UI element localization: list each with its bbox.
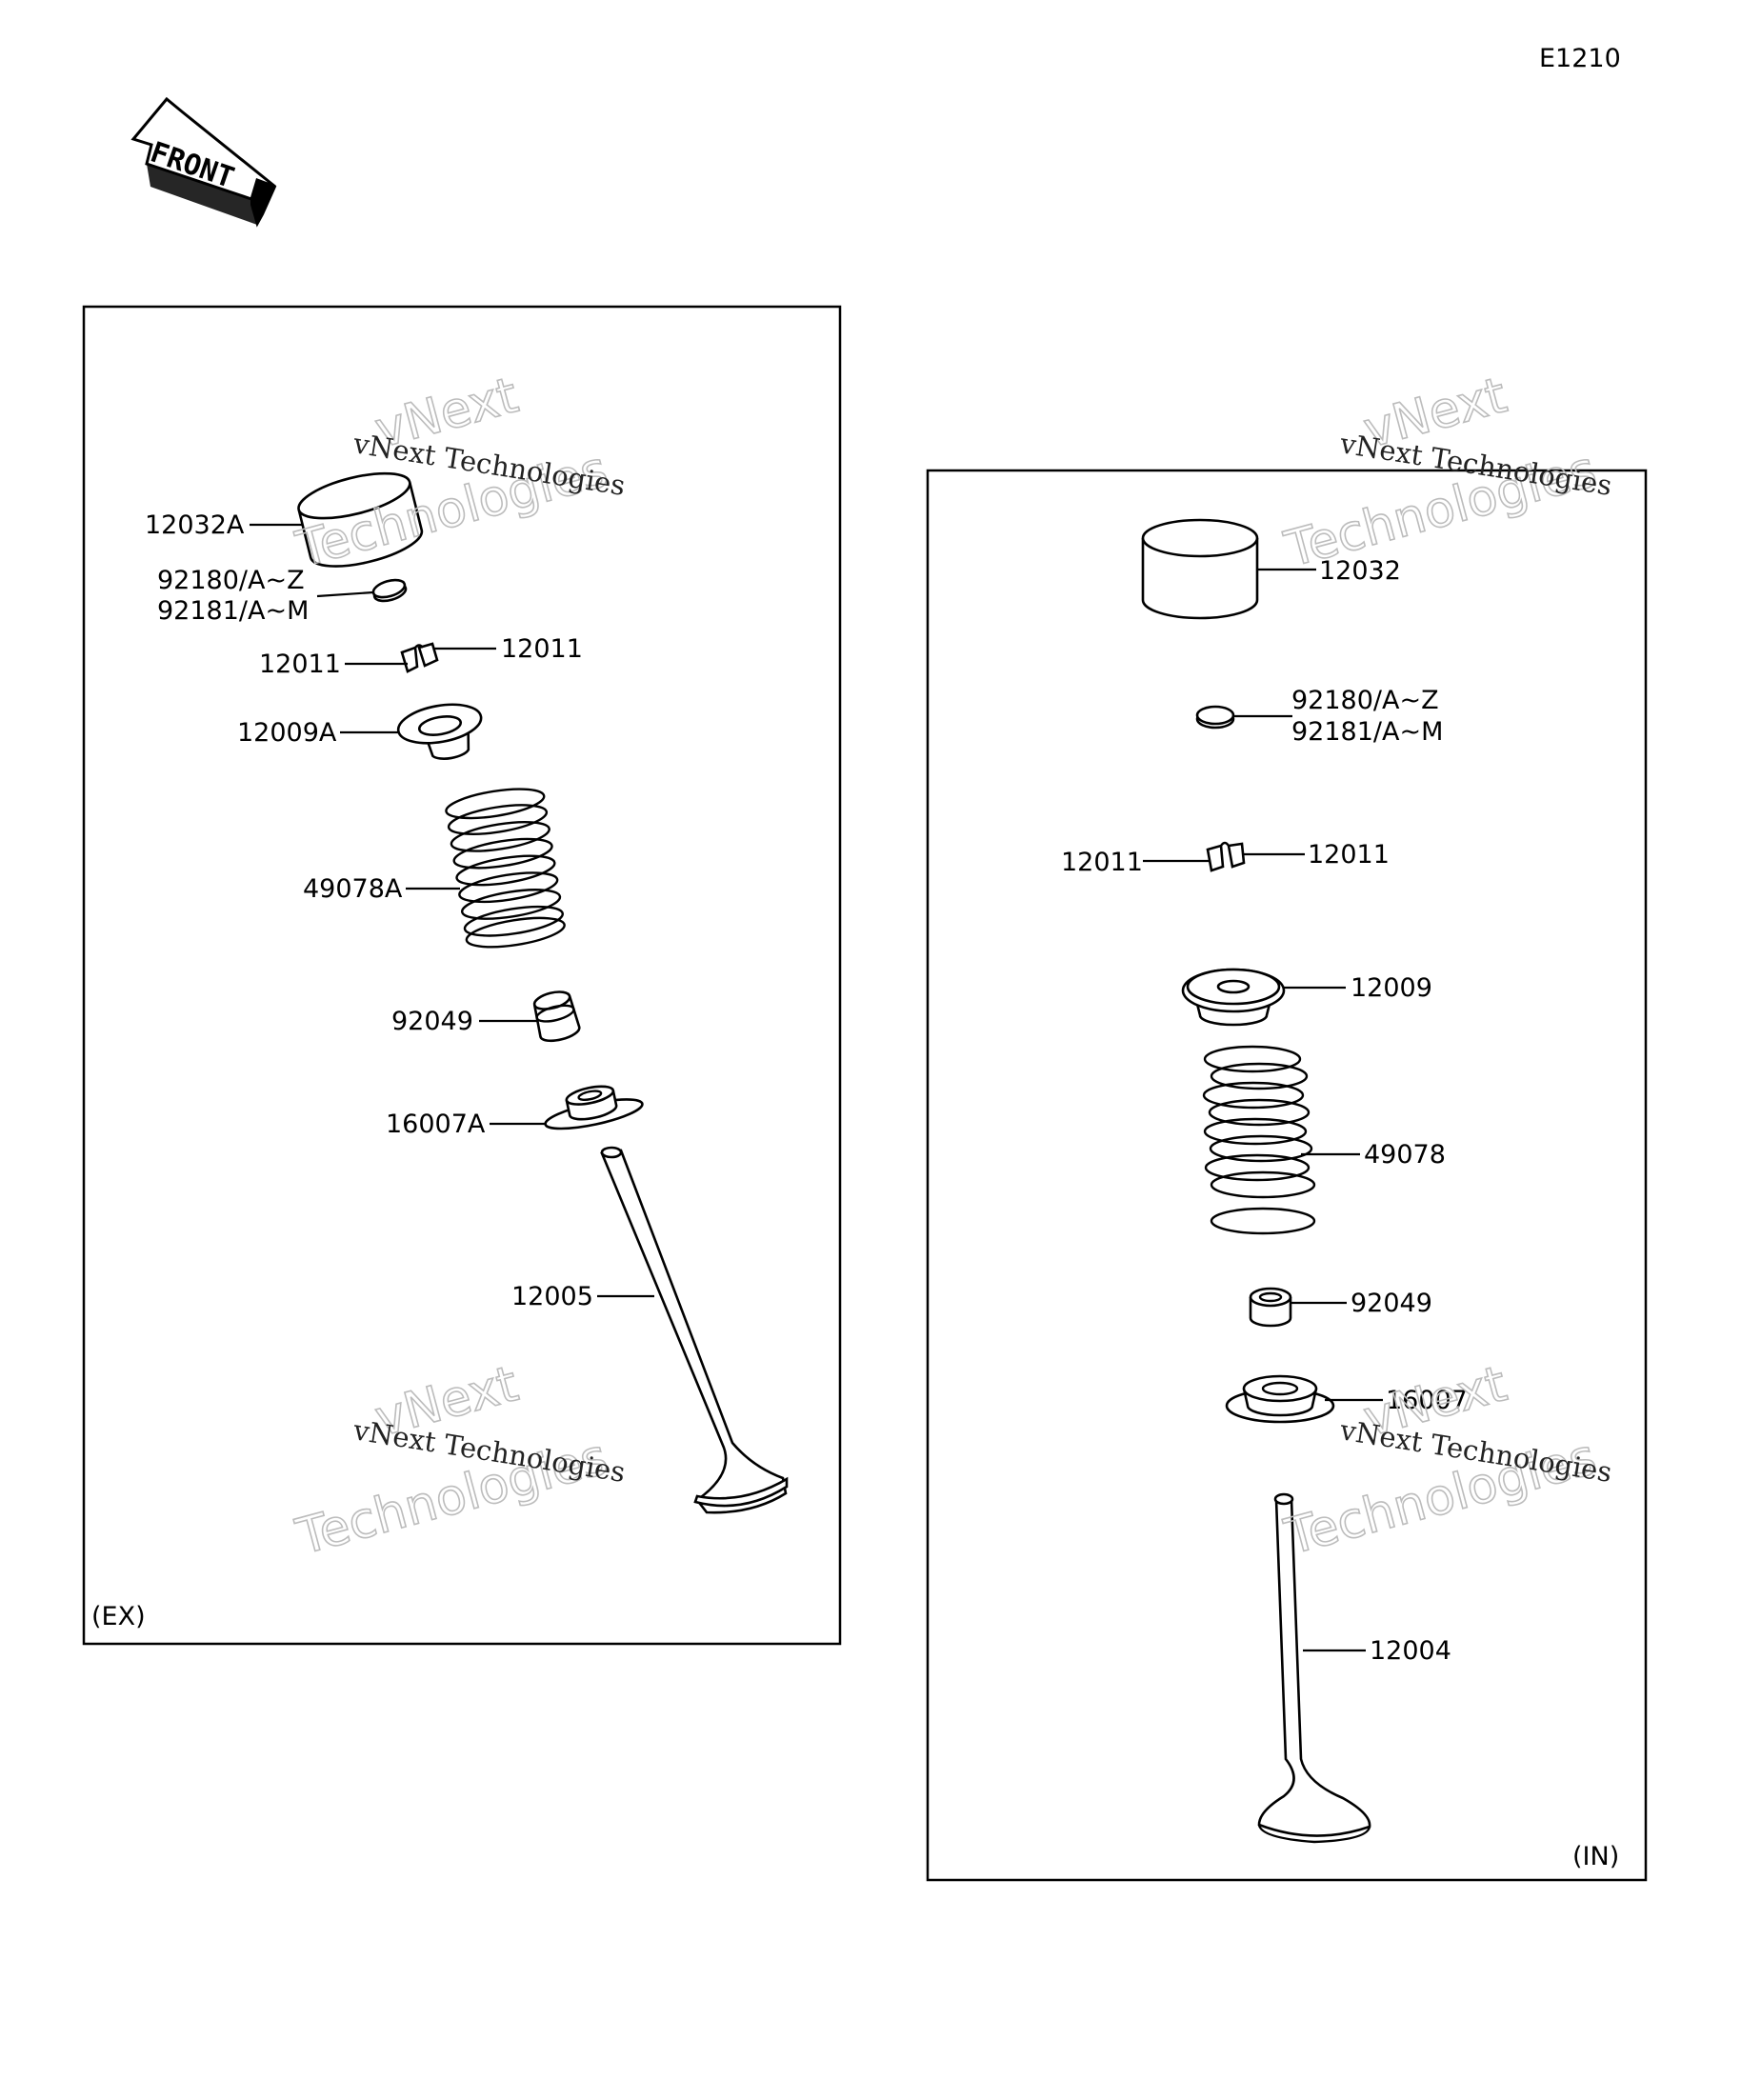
in-keepers (1206, 841, 1246, 872)
ex-tappet (297, 471, 424, 568)
ex-keepers (400, 642, 439, 673)
in-label-retainer: 12009 (1351, 973, 1432, 1003)
ex-label-shim-b: 92181/A~M (157, 596, 309, 626)
in-spring (1202, 1045, 1316, 1235)
in-panel (926, 469, 1648, 1882)
ex-label-tappet: 12032A (145, 510, 245, 540)
ex-label-shim-a: 92180/A~Z (157, 566, 305, 595)
ex-label-spring: 49078A (303, 874, 403, 904)
in-valve-seat (1225, 1374, 1335, 1424)
in-label-seal: 92049 (1351, 1289, 1432, 1318)
ex-label-keeper-right: 12011 (501, 634, 583, 664)
ex-valve-seat (544, 1085, 644, 1130)
ex-label-keeper-left: 12011 (259, 650, 341, 679)
in-label-valve: 12004 (1370, 1636, 1451, 1666)
in-seal (1249, 1287, 1292, 1328)
in-label-seat: 16007 (1386, 1386, 1468, 1415)
in-valve (1257, 1492, 1371, 1844)
ex-spring (445, 788, 566, 949)
ex-label-seat: 16007A (386, 1110, 486, 1139)
front-arrow-icon: FRONT (130, 96, 277, 228)
ex-retainer (396, 703, 483, 760)
diagram-code: E1210 (1539, 44, 1621, 73)
ex-label-retainer: 12009A (237, 718, 337, 748)
watermark-top-right: vNext Technologies vNext Technologies (1278, 366, 1614, 579)
in-shim (1195, 705, 1235, 730)
watermark-bottom-right: vNext Technologies vNext Technologies (1278, 1354, 1614, 1567)
in-label-spring: 49078 (1364, 1140, 1446, 1170)
in-label-shim-a: 92180/A~Z (1291, 686, 1439, 715)
watermark-top-left: vNext Technologies vNext Technologies (290, 366, 628, 579)
in-retainer (1181, 968, 1286, 1027)
in-label-keeper-left: 12011 (1061, 848, 1143, 877)
in-label-keeper-right: 12011 (1308, 840, 1390, 870)
ex-label-valve: 12005 (511, 1282, 593, 1311)
in-label-shim-b: 92181/A~M (1291, 717, 1443, 747)
ex-shim-leader (316, 590, 374, 598)
in-tappet (1141, 518, 1259, 620)
in-label-tappet: 12032 (1319, 556, 1401, 586)
ex-panel (82, 305, 842, 1646)
ex-seal (532, 990, 581, 1043)
ex-label-seal: 92049 (391, 1007, 473, 1036)
in-panel-tag: (IN) (1572, 1842, 1619, 1871)
watermark-bottom-left: vNext Technologies vNext Technologies (290, 1354, 628, 1567)
ex-shim (371, 578, 408, 603)
ex-valve (600, 1146, 789, 1514)
ex-panel-tag: (EX) (91, 1602, 146, 1631)
